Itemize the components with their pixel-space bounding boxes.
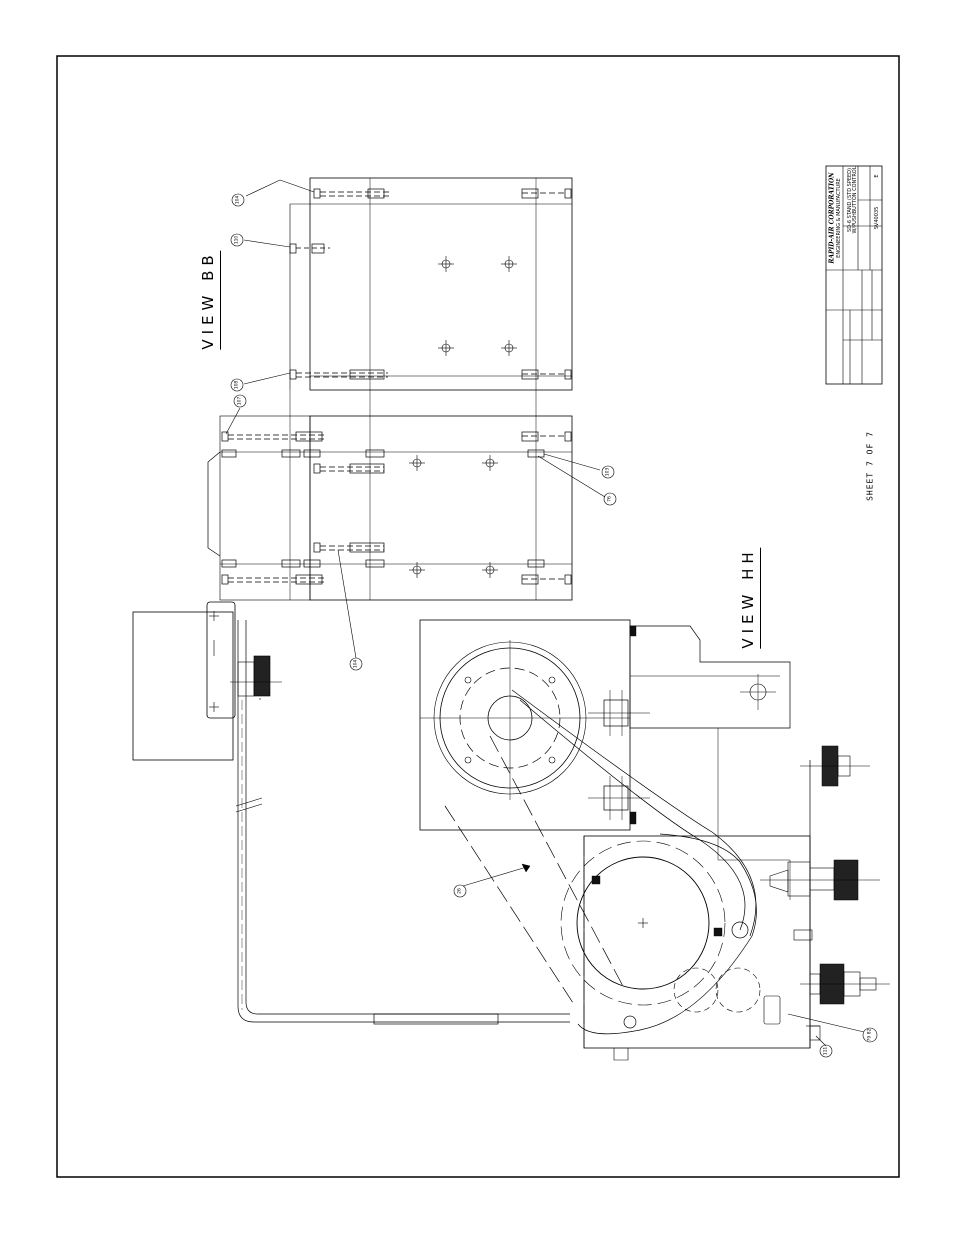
title-block-subtitle: ENGINEERING & MANUFACTURE xyxy=(836,178,842,258)
balloon-text-b10: 111 xyxy=(824,1047,829,1056)
sheet-number: SHEET 7 OF 7 xyxy=(866,431,875,501)
view-hh-drawing xyxy=(133,602,890,1060)
view-bb-drawing xyxy=(208,178,605,658)
balloon-text-b5: 103 xyxy=(606,468,611,477)
title-block-company: RAPID-AIR CORPORATION xyxy=(829,172,836,263)
title-block-rev: E xyxy=(874,174,880,177)
balloon-text-b7: 104 xyxy=(354,660,359,669)
view-hh-label: VIEW HH xyxy=(739,547,761,648)
balloon-text-b3: 108 xyxy=(235,381,240,390)
balloon-text-b8: 26 xyxy=(458,888,463,894)
balloon-text-b9: 79 82 xyxy=(868,1029,873,1042)
balloons xyxy=(231,194,877,1057)
title-block-title-2: W/PUSHBUTTON CONTROL xyxy=(852,166,858,233)
sheet-border xyxy=(57,56,899,1177)
balloon-text-b6: 76 xyxy=(608,496,613,502)
balloon-text-b1: 104 xyxy=(236,196,241,205)
balloon-text-b4: 107 xyxy=(238,397,243,406)
balloon-text-b2: 110 xyxy=(235,236,240,245)
view-bb-label: VIEW BB xyxy=(199,250,221,349)
title-block-dwg-number: SV40035 xyxy=(874,207,880,230)
